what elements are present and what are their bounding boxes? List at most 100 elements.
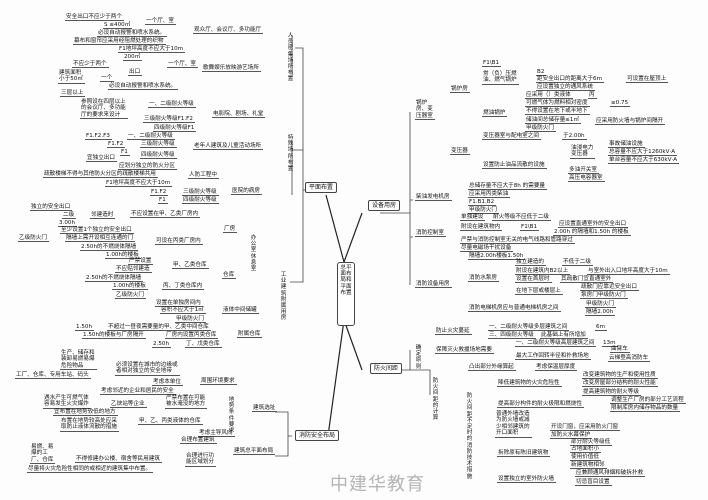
mind-map-node: 总储存量不应大于8h 的需要量 — [468, 183, 548, 191]
mind-map-node: 多油开关室 — [568, 167, 599, 175]
mind-map-node: 液体中间储罐 — [222, 307, 259, 315]
mind-map-node: 三级耐火等级F1.F2 — [143, 116, 195, 124]
mind-map-node: 附设在建筑内B2以上 — [515, 268, 571, 276]
mind-map-node: 其疏散门宜直通室外 — [560, 276, 614, 284]
mind-map-node: 甲级防火门 — [468, 207, 499, 215]
mind-map-node: 一、二级耐火等级 — [148, 101, 196, 109]
sub-topic-vertical: 人员密集场所布置 — [287, 33, 294, 83]
sub-topic-vertical: 防火间距的计算 — [432, 378, 439, 422]
mind-map-node: 建筑选址 — [252, 405, 278, 413]
mind-map-node: 四级耐火等级 — [182, 197, 219, 205]
mind-map-node: 隔墙2.00h楼板1.50h — [468, 253, 526, 261]
mind-map-node: F1地坪高度不应大于10m — [105, 180, 173, 188]
mind-map-node: 尽量将火灾危险性相同的或相近的建筑集中布置。 — [27, 466, 154, 474]
mind-map-node: 防止火灾蔓延 — [435, 328, 472, 336]
mind-map-node: 应采用防火墙与锅炉间隔开 — [595, 118, 666, 126]
mind-map-node: 严禁与消防控制室无关的电气线路和管路穿过 — [460, 237, 575, 245]
mind-map-node: 附设在建筑物内 — [460, 224, 503, 232]
mind-map-node: 乙级防火门 — [18, 235, 49, 243]
mind-map-node: 调整生产厂房的部分工艺流程 — [610, 397, 686, 405]
mind-map-node: 考虑邻近的企业和居民的安全 — [100, 388, 176, 396]
mind-map-node: 锅炉房 — [450, 86, 470, 94]
mind-map-node: 合理进行功 能区域划分 — [185, 453, 216, 467]
sub-topic-vertical: 防火间距不足时的消防技术措施 — [466, 393, 473, 480]
sub-topic-vertical: 工业建筑附属用房 — [280, 272, 287, 322]
mind-map-node: 消防设备用房 — [415, 281, 452, 289]
mind-map-node: 柴油发电机房 — [415, 194, 452, 202]
mind-map-node: 生产、储存和 装卸易燃易爆 危险物品 — [60, 350, 97, 371]
mind-map-node: 事故储油设施 — [608, 141, 645, 149]
mind-map-node: 一、二级耐火等级高层建筑之间 — [515, 340, 597, 348]
mind-map-node: 丁、戊类仓库 — [185, 341, 222, 349]
mind-map-node: 可设置在屋顶上 — [626, 76, 669, 84]
mind-map-node: 限制库房内储存物品的数量 — [610, 405, 681, 413]
branch-topic: 设备用房 — [368, 200, 401, 211]
mind-map-node: 隔墙2.00h — [585, 309, 616, 317]
mind-map-node: F1\B1 — [482, 60, 502, 68]
mind-map-node: 2.50h的不燃烧体隔墙 — [80, 244, 139, 252]
mind-map-node: 独立建造的 — [515, 259, 546, 267]
mind-map-node: 耐火等级不应低于二级 — [492, 214, 551, 222]
mind-map-node: 曲臂车 — [610, 346, 630, 354]
mind-map-node: 保障灭火救援场地需要 — [435, 347, 494, 355]
mind-map-node: F1.F2 — [107, 141, 126, 149]
mind-map-node: F1地坪高度不应大于10m — [118, 46, 186, 54]
mind-map-node: 易燃、易 爆的工 厂、仓库 — [30, 444, 56, 465]
mind-map-node: 考虑保温层厚度 — [535, 364, 578, 372]
mind-map-node: 幕布和窗帘应采用经阻燃处理的织物 — [73, 38, 166, 46]
mind-map-node: 常（负）压燃 油、燃气锅炉 — [482, 71, 519, 85]
mind-map-node: 部分耐火等级低 — [570, 439, 613, 447]
mind-map-node: 四级耐火等级F1 — [153, 125, 197, 133]
mind-map-node: 四级耐火等级 — [140, 152, 177, 160]
mind-map-node: 提高建筑物的耐火等级 — [582, 389, 641, 397]
mind-map-node: 切忌盲目设置 — [575, 479, 612, 487]
mind-map-node: 6m — [595, 324, 608, 332]
mind-map-node: 普通外墙改造 为防火墙或减 少相邻建筑的 开口面积 — [495, 411, 532, 438]
mind-map-node: F1.F2.F3 — [85, 133, 112, 141]
mind-map-node: 容积不应大于1㎡ — [160, 307, 206, 315]
mind-map-node: 应采用（）类液体 — [525, 92, 573, 100]
mind-map-node: 出口 — [128, 69, 143, 77]
mind-map-node: F1.B1.B2 — [468, 199, 497, 207]
mind-map-node: 一个 — [100, 75, 115, 83]
mind-map-node: 建筑面积 小于50㎡ — [58, 70, 85, 84]
mind-map-node: F1.F2 — [150, 189, 169, 197]
mind-map-node: 电影院、剧场、礼堂 — [212, 111, 266, 119]
sub-topic-vertical: 地势条件要求 — [228, 397, 235, 435]
mind-map-node: F1\B1 — [520, 224, 540, 232]
mind-map-node: 考虑本单位 — [152, 379, 183, 387]
mind-map-node: 1.00h的楼板 — [112, 283, 148, 291]
mind-map-node: 隔墙上需开设相互连通的门 — [65, 235, 136, 243]
mind-map-node: 三级耐火等级 — [140, 141, 177, 149]
mind-map-node: 储油间总储存量≤1㎡ — [525, 117, 581, 125]
mind-map-node: 乙级防火门 — [115, 292, 146, 300]
mind-map-node: 油浸电力 变压器 — [570, 145, 596, 159]
mind-map-node: 凸出部分外缘算起 — [468, 364, 516, 372]
mind-map-node: 歌舞娱乐放映游艺场所 — [202, 65, 261, 73]
mind-map-node: 一个厅、室 — [167, 61, 198, 69]
branch-topic: 防火间距 — [370, 363, 403, 374]
mind-map-node: 距安全出口的距离大于6m — [536, 76, 604, 84]
mind-map-node: ≥0.75 — [610, 100, 631, 108]
mind-map-node: 设置防止油品流散的设施 — [482, 162, 547, 170]
mind-map-node: 厂房 — [223, 226, 238, 234]
mind-map-node: 改变建筑物的生产和使用性质 — [582, 372, 658, 380]
mind-map-node: 在地下层或楼层上 — [515, 288, 563, 296]
mind-map-node: 可设在丙类厂房内 — [155, 238, 203, 246]
mind-map-node: 人防工程中 — [188, 172, 219, 180]
mind-map-node: 可燃气体为燃料相对密度 — [525, 100, 590, 108]
central-topic: 总平面布局和平面布置 — [337, 262, 355, 326]
mind-map-node: 不低于二级 — [562, 259, 593, 267]
mind-map-node: 不应少于两个 — [72, 61, 109, 69]
mind-map-node: 严禁设置 — [128, 258, 154, 266]
mind-map-node: 应兼顾通风排烟和破拆扑救 — [575, 470, 646, 478]
mind-map-node: F1 — [158, 197, 168, 205]
mind-map-node: 占地面积小 — [570, 446, 601, 454]
mind-map-node: 甲级防火门 — [585, 301, 616, 309]
mind-map-node: 设置独立的室外防火墙 — [497, 476, 556, 484]
mind-map-node: 变压器室与配电室之间 — [482, 133, 541, 141]
mind-map-node: 总容量不应大于1260kV·A — [608, 149, 678, 157]
mind-map-node: 泵房门甲级防火门 — [580, 292, 628, 300]
mind-map-node: 厂房内设置丙类仓库 — [165, 332, 219, 340]
